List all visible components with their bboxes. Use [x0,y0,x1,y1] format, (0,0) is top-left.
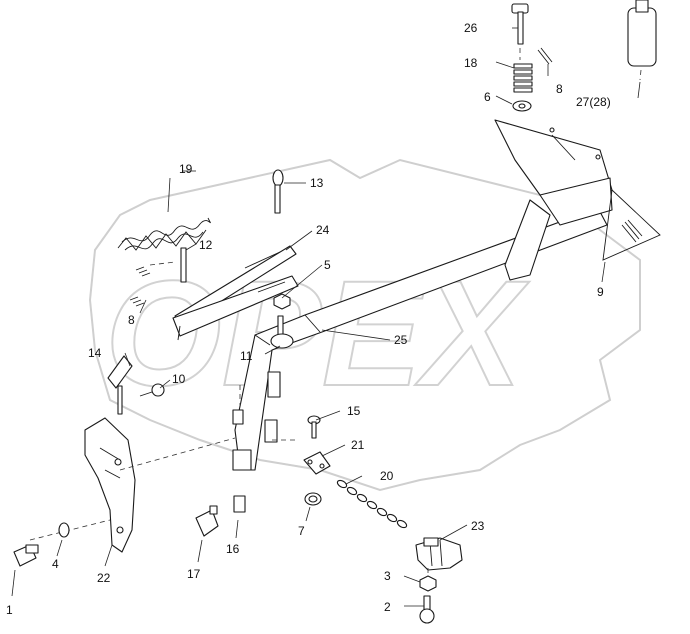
callout-8-left: 8 [128,313,135,327]
callout-18: 18 [464,56,478,70]
pin-26 [511,3,529,60]
sleeve-16 [232,409,246,539]
frame-25 [232,119,613,471]
assembly-lines [29,385,295,541]
nut-3 [419,568,437,592]
spring-18 [513,63,533,93]
callout-20: 20 [380,469,394,483]
callout-25: 25 [394,333,408,347]
callout-26: 26 [464,21,478,35]
callout-1: 1 [6,603,13,617]
watermark-gear [88,158,641,492]
callout-9: 9 [597,285,604,299]
pin-15 [307,415,321,439]
ring-7 [304,492,322,522]
bolt-2 [419,595,435,624]
bolt-1 [11,544,39,597]
fitting-17 [195,505,219,563]
callout-3: 3 [384,569,391,583]
pin-12 [149,247,187,283]
callout-7: 7 [298,524,305,538]
plate-22 [84,417,136,553]
chain-20 [336,479,408,529]
callout-10: 10 [172,372,186,386]
cylinder-27 [627,0,657,99]
leader-lines [104,27,549,607]
pin-13 [272,169,284,214]
callout-5: 5 [324,258,331,272]
callout-14: 14 [88,346,102,360]
callout-labels: 1 2 3 4 5 6 7 8 8 9 10 11 12 13 14 15 16… [6,21,611,617]
washer-6 [512,100,532,112]
washer-4 [56,522,70,557]
callout-2: 2 [384,600,391,614]
plate-24 [172,245,299,341]
callout-11: 11 [240,349,253,363]
nut-5 [273,293,291,310]
callout-17: 17 [187,567,201,581]
callout-19: 19 [179,162,193,176]
callout-4: 4 [52,557,59,571]
callout-13: 13 [310,176,324,190]
callout-16: 16 [226,542,240,556]
callout-22: 22 [97,571,111,585]
callout-6: 6 [484,90,491,104]
spring-9 [601,189,661,283]
callout-21: 21 [351,438,365,452]
pin-14 [107,352,133,415]
spring-pin-8-top [537,47,553,65]
spring-pin-8-left [129,266,151,314]
link-21 [303,451,331,475]
callout-8-top: 8 [556,82,563,96]
callout-15: 15 [347,404,361,418]
callout-12: 12 [199,238,213,252]
spring-19 [117,177,211,251]
callout-27-28: 27(28) [576,95,611,109]
clevis-23 [415,537,463,571]
callout-23: 23 [471,519,485,533]
callout-24: 24 [316,223,330,237]
ring-pin-11 [270,315,294,349]
